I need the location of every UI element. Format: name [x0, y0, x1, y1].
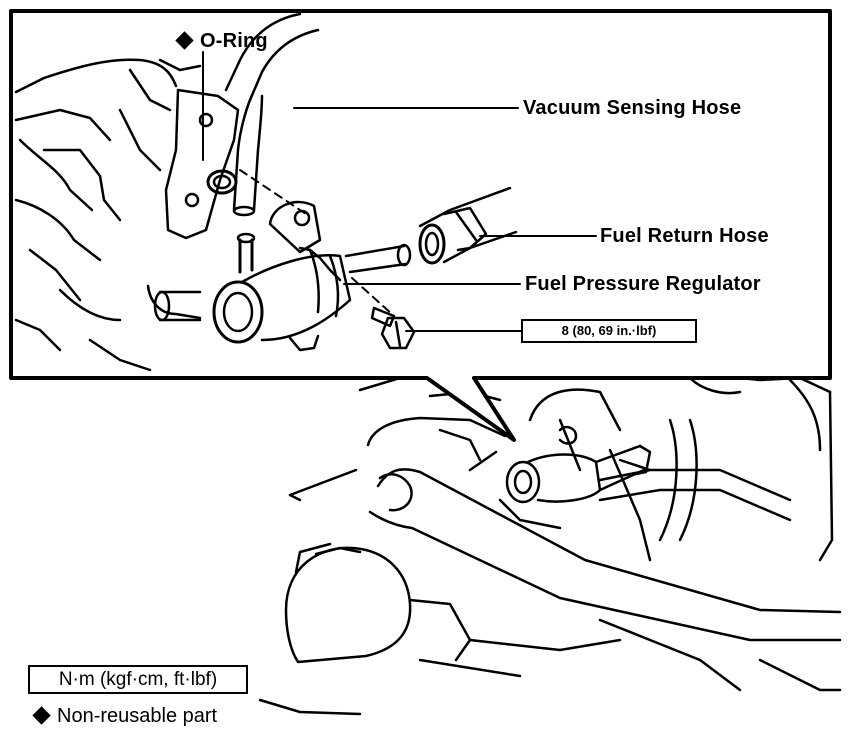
o-ring-label: O-Ring: [175, 30, 268, 52]
fuel-pressure-regulator-label: Fuel Pressure Regulator: [525, 273, 761, 295]
fuel-return-hose-label: Fuel Return Hose: [600, 225, 769, 247]
o-ring-text: O-Ring: [200, 30, 268, 52]
vacuum-sensing-hose-label: Vacuum Sensing Hose: [523, 97, 742, 119]
non-reusable-diamond-icon: [175, 31, 194, 50]
non-reusable-legend-diamond-icon: [32, 706, 51, 725]
torque-units-legend: N·m (kgf·cm, ft·lbf): [28, 665, 248, 694]
non-reusable-legend: Non-reusable part: [32, 704, 217, 728]
non-reusable-legend-text: Non-reusable part: [57, 705, 218, 727]
torque-spec-box: 8 (80, 69 in.·lbf): [521, 319, 697, 343]
inset-drawing: [14, 12, 597, 372]
engine-overview-drawing: [258, 368, 842, 716]
